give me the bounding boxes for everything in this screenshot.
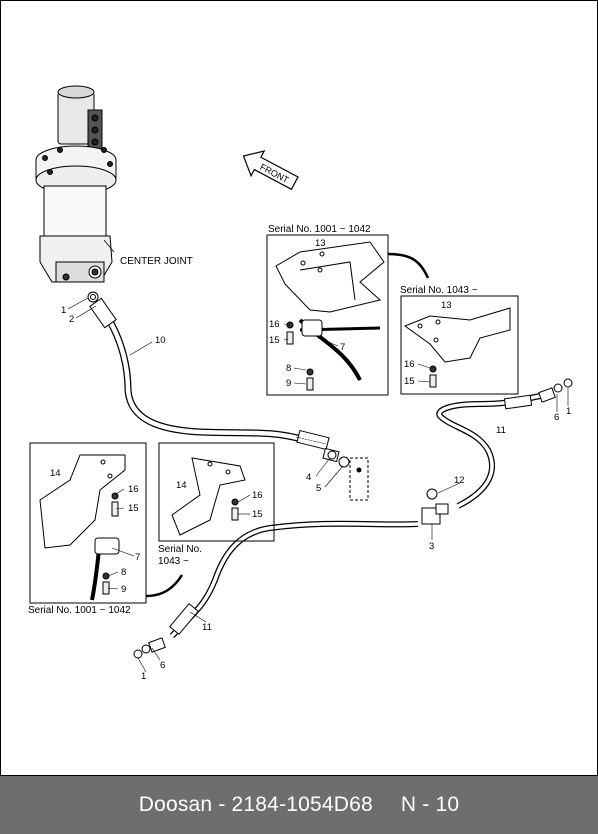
inset-bottom-left	[29, 442, 147, 604]
callout-15-a: 15	[269, 335, 280, 346]
footer-page-number: N - 10	[400, 793, 460, 816]
callout-16-b: 16	[404, 359, 415, 370]
serial-top-left: Serial No. 1001 ~ 1042	[268, 224, 371, 235]
serial-bottom-mid-line1: Serial No.	[158, 544, 202, 555]
callout-11-a: 11	[496, 425, 506, 436]
fittings	[87, 291, 573, 659]
callout-15-d: 15	[252, 509, 263, 520]
callout-5: 5	[316, 483, 321, 494]
callout-1-b: 1	[566, 406, 571, 417]
footer-bar: Doosan - 2184-1054D68 N - 10	[0, 776, 598, 834]
bracket-13-a	[275, 241, 385, 391]
callout-7-a: 7	[340, 342, 345, 353]
callout-8-a: 8	[286, 363, 291, 374]
callout-14-a: 14	[50, 468, 61, 479]
callout-6-b: 6	[160, 660, 165, 671]
center-joint-drawing	[35, 85, 117, 283]
callout-7-b: 7	[135, 552, 140, 563]
callout-4: 4	[306, 472, 311, 483]
callout-15-c: 15	[128, 503, 139, 514]
callout-6-a: 6	[554, 412, 559, 423]
bracket-14-b	[171, 457, 246, 536]
callout-1-c: 1	[141, 671, 146, 682]
callout-16-c: 16	[128, 484, 139, 495]
leader-lines	[67, 297, 569, 673]
serial-bottom-left: Serial No. 1001 ~ 1042	[28, 605, 131, 616]
callout-10: 10	[155, 335, 166, 346]
serial-top-right: Serial No. 1043 ~	[400, 285, 478, 296]
arrow-inset-link-b	[145, 574, 184, 598]
callout-12: 12	[454, 475, 465, 486]
hose-11-bottom	[169, 520, 419, 639]
callout-1-a: 1	[61, 305, 66, 316]
inset-bottom-mid	[158, 442, 275, 542]
callout-13-b: 13	[441, 300, 452, 311]
footer-part-number: Doosan - 2184-1054D68	[138, 793, 373, 816]
callout-14-b: 14	[176, 480, 187, 491]
center-joint-label: CENTER JOINT	[120, 256, 193, 267]
callout-2-a: 2	[69, 314, 74, 325]
callout-3: 3	[429, 541, 434, 552]
callout-13-a: 13	[315, 238, 326, 249]
callout-8-b: 8	[121, 567, 126, 578]
callout-16-d: 16	[252, 490, 263, 501]
callout-16-a: 16	[269, 319, 280, 330]
callout-15-b: 15	[404, 376, 415, 387]
callout-9-b: 9	[121, 584, 126, 595]
hose-10	[89, 297, 330, 451]
inset-top-right	[400, 295, 519, 395]
hose-11-right	[436, 393, 541, 509]
callout-9-a: 9	[286, 378, 291, 389]
bracket-14-a	[39, 454, 126, 601]
inset-top-left	[266, 234, 389, 396]
arrow-inset-link-a	[387, 252, 430, 279]
serial-bottom-mid-line2: 1043 ~	[158, 556, 189, 567]
callout-11-b: 11	[202, 622, 212, 633]
bracket-13-b	[403, 307, 511, 388]
